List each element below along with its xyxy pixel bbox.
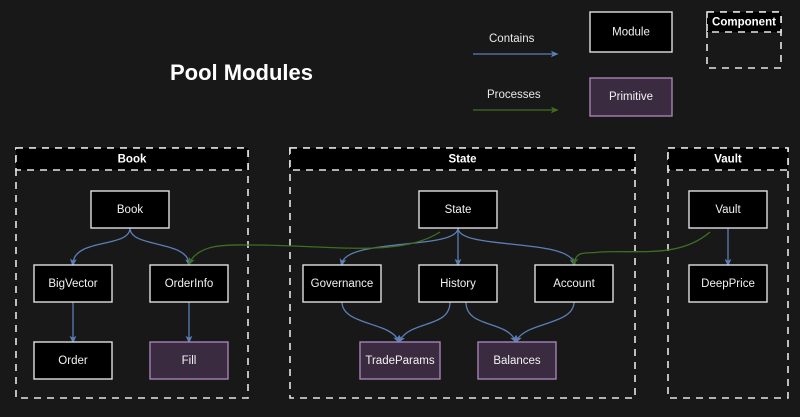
node-box[interactable] [302,264,382,303]
node-book[interactable]: Book [90,190,170,229]
edge-history-to-tradeparams [398,301,451,344]
node-label: Balances [493,355,541,367]
cluster-boundary [667,147,789,399]
page-title: Pool Modules [170,60,313,85]
node-box[interactable] [33,341,113,380]
node-box[interactable] [477,341,557,380]
node-box[interactable] [534,264,614,303]
cluster-header [289,147,636,171]
edge-governance-to-tradeparams [341,301,400,344]
edge-state-to-account [457,227,577,267]
node-vault[interactable]: Vault [688,190,768,229]
node-order[interactable]: Order [33,341,113,380]
legend-contains-label: Contains [489,33,535,45]
edge-state-to-orderinfo [188,231,441,266]
edge-state-to-governance [339,227,459,267]
node-account[interactable]: Account [534,264,614,303]
legend-processes-label: Processes [487,89,541,101]
node-box[interactable] [418,190,498,229]
cluster-state: State [289,147,636,399]
legend-module-swatch [589,11,673,53]
node-label: Account [553,278,595,290]
node-box[interactable] [90,190,170,229]
node-box[interactable] [688,190,768,229]
node-label: History [440,278,476,290]
node-label: State [445,204,472,216]
node-box[interactable] [688,264,768,303]
node-box[interactable] [359,341,441,380]
legend-primitive-label: Primitive [609,91,653,103]
edge-book-to-bigvector [69,227,131,267]
node-tradeparams[interactable]: TradeParams [359,341,441,380]
cluster-header [15,147,249,171]
cluster-label: Vault [714,154,742,166]
legend-component-label: Component [712,17,776,29]
node-box[interactable] [149,341,229,380]
node-label: Fill [182,355,197,367]
node-label: Book [117,204,143,216]
edge-account-to-balances [515,301,575,344]
node-state[interactable]: State [418,190,498,229]
cluster-header [667,147,789,171]
edge-history-to-balances [465,301,517,344]
node-label: Vault [715,204,741,216]
node-balances[interactable]: Balances [477,341,557,380]
node-history[interactable]: History [418,264,498,303]
node-governance[interactable]: Governance [302,264,382,303]
node-fill[interactable]: Fill [149,341,229,380]
node-label: DeepPrice [701,278,755,290]
cluster-label: State [448,154,476,166]
legend-primitive-swatch [589,77,673,117]
edge-book-to-orderinfo [129,227,192,267]
cluster-label: Book [118,154,147,166]
legend-module-label: Module [612,27,650,39]
legend-component-header [706,11,782,33]
node-box[interactable] [418,264,498,303]
node-bigvector[interactable]: BigVector [33,264,113,303]
node-label: BigVector [48,278,97,290]
node-box[interactable] [33,264,113,303]
node-label: Order [58,355,88,367]
edges-group [69,227,732,344]
cluster-book: Book [15,147,249,399]
cluster-vault: Vault [667,147,789,399]
cluster-boundary [15,147,249,399]
node-box[interactable] [149,264,229,303]
node-label: OrderInfo [165,278,214,290]
node-label: Governance [311,278,374,290]
node-orderinfo[interactable]: OrderInfo [149,264,229,303]
node-deepprice[interactable]: DeepPrice [688,264,768,303]
node-label: TradeParams [365,355,434,367]
edge-vault-to-account [572,231,711,266]
